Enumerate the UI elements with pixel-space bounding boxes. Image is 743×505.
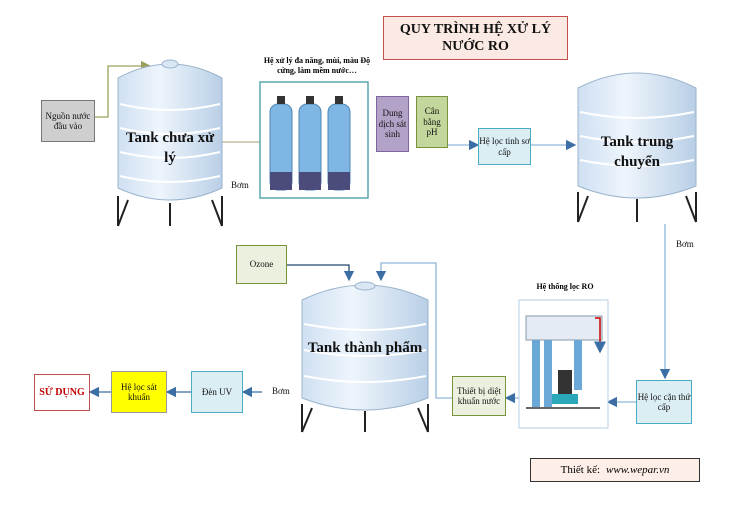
pump-1-label: Bơm [231, 180, 249, 190]
pump-3-label: Bơm [272, 386, 290, 396]
tank-final-shape [301, 281, 429, 433]
disinfect-box: Dung dịch sát sinh [376, 96, 409, 152]
sterilizer-box: Thiết bị diệt khuẩn nước [452, 376, 506, 416]
ro-caption: Hệ thống lọc RO [536, 282, 594, 291]
ozone-arrow [287, 264, 355, 282]
tank-raw-label: Tank chưa xử lý [125, 130, 215, 167]
ozone-box: Ozone [236, 245, 287, 284]
tank-raw-shape [117, 59, 223, 227]
tank-final-label: Tank thành phẩm [307, 340, 423, 356]
source-line [95, 60, 152, 118]
credit-box: Thiết kế: www.wepar.vn [530, 458, 700, 482]
credit-url: www.wepar.vn [606, 464, 670, 476]
tank-mid-shape [577, 72, 697, 223]
pump-2-label: Bơm [676, 239, 694, 249]
filter-cylinders [269, 96, 351, 191]
ph-box: Cân bằng pH [416, 96, 448, 148]
use-box: SỬ DỤNG [34, 374, 90, 411]
bact-filter-box: Hệ lọc sát khuẩn [111, 371, 167, 413]
tank-mid-label: Tank trung chuyển [600, 134, 674, 171]
secondary-filter-box: Hệ lọc cặn thứ cấp [636, 380, 692, 424]
uv-box: Đèn UV [191, 371, 243, 413]
credit-label: Thiết kế: [560, 464, 601, 476]
filter-caption: Hệ xử lý đa năng, mùi, màu Độ cứng, làm … [263, 56, 371, 75]
primary-filter-box: Hệ lọc tinh sơ cấp [478, 128, 531, 165]
diagram-title: QUY TRÌNH HỆ XỬ LÝ NƯỚC RO [383, 16, 568, 60]
source-box: Nguồn nước đầu vào [41, 100, 95, 142]
ro-machine [525, 315, 606, 409]
sterilizer-to-final-arrow [375, 262, 452, 399]
